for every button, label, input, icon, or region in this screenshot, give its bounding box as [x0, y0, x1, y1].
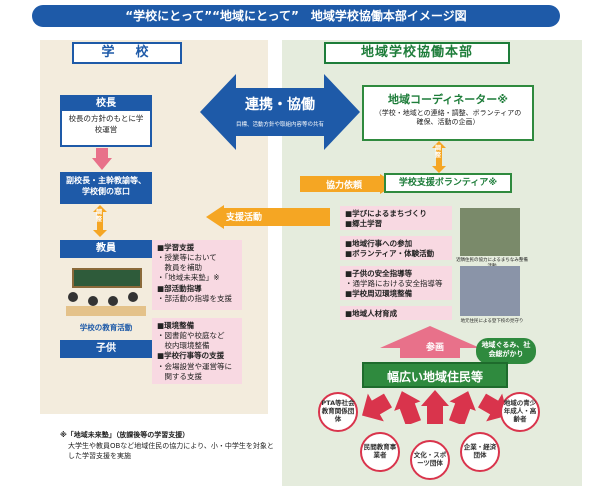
- mirai-note-body: 大学生や教員OBなど地域住民の協力により、小・中学生を対象とした学習支援を実施: [68, 441, 274, 461]
- activity-box-4: ■地域人材育成: [340, 306, 452, 320]
- activity-box-2: ■地域行事への参加 ■ボランティア・体験活動: [340, 236, 452, 260]
- page-title: “学校にとって”“地域にとって” 地域学校協働本部イメージ図: [32, 5, 560, 27]
- teacher-box: 教員: [60, 240, 152, 258]
- renkei-label: 連携・協働: [245, 97, 315, 113]
- children-box: 子供: [60, 340, 152, 358]
- activity-box-3: ■子供の安全指導等 ・通学路における安全指導等 ■学校周辺環境整備: [340, 266, 452, 300]
- group-private-education: 民間教育事業者: [360, 432, 400, 472]
- adjust-label-school: 調整: [96, 209, 103, 223]
- activity-line: ■学びによるまちづくり: [345, 209, 427, 218]
- support-line: ■学習支援: [157, 243, 195, 252]
- activity-line: ■学校周辺環境整備: [345, 289, 413, 299]
- region-heading: 地域学校協働本部: [324, 42, 510, 64]
- mirai-note-title: ※「地域未来塾」（放課後等の学習支援）: [60, 431, 190, 439]
- support-line: ■部活動指導: [157, 283, 202, 293]
- education-activity-label: 学校の教育活動: [79, 323, 133, 332]
- classroom-illustration: [66, 266, 148, 318]
- kyoryoku-arrow-icon: [300, 174, 396, 194]
- group-business: 企業・経済団体: [460, 432, 500, 472]
- activity-line: ■地域人材育成: [345, 309, 398, 318]
- adjust-arrow-icon: [93, 205, 107, 237]
- support-line: 校内環境整備: [157, 341, 210, 351]
- photo-watching-caption: 地元住民による登下校の見守り: [460, 319, 524, 324]
- activity-line: ■子供の安全指導等: [345, 269, 413, 278]
- residents-box: 幅広い地域住民等: [362, 362, 508, 388]
- adjust-label-region: 調整: [435, 145, 442, 159]
- kyoryoku-label: 協力依頼: [326, 181, 363, 191]
- group-arrows-icon: [362, 390, 508, 424]
- group-youth-adults-elderly: 地域の青少年成人・高齢者: [500, 392, 540, 432]
- coordinator-desc: （学校・地域との連絡・調整、ボランティアの確保、活動の企画）: [374, 109, 522, 127]
- support-box-learning: ■学習支援 ・授業等において 教員を補助 ・「地域未来塾」※ ■部活動指導 ・部…: [152, 240, 242, 310]
- support-line: ■学校行事等の支援: [157, 351, 225, 361]
- participate-label: 参画: [425, 343, 444, 353]
- mirai-note: ※「地域未来塾」（放課後等の学習支援） 大学生や教員OBなど地域住民の協力により…: [60, 430, 280, 462]
- participate-arrow-icon: [380, 326, 480, 358]
- renkei-sub: 目標、活動方針や取組内容等の共有: [235, 122, 324, 128]
- support-line: ・「地域未来塾」※: [157, 273, 220, 283]
- activity-line: ■地域行事への参加: [345, 239, 413, 248]
- photo-townscape: [460, 208, 520, 256]
- support-line: ・授業等において: [157, 253, 217, 263]
- support-line: ・図書館や校庭など: [157, 331, 225, 341]
- volunteer-box: 学校支援ボランティア※: [384, 173, 512, 193]
- region-adjust-arrow-icon: [432, 141, 446, 173]
- activity-line: ■郷土学習: [345, 219, 383, 229]
- support-line: ・会場設営や運営等に: [157, 361, 232, 371]
- principal-title: 校長: [62, 97, 150, 111]
- down-arrow-icon: [92, 148, 112, 170]
- activity-line: ・通学路における安全指導等: [345, 279, 443, 289]
- renkei-double-arrow-icon: [200, 74, 360, 150]
- school-heading: 学 校: [72, 42, 182, 64]
- activity-box-1: ■学びによるまちづくり ■郷土学習: [340, 206, 452, 230]
- vice-principal-box: 副校長・主幹教諭等、学校側の窓口: [60, 172, 152, 204]
- support-line: ■環境整備: [157, 321, 195, 330]
- community-badge: 地域ぐるみ、社会総がかり: [476, 338, 536, 364]
- support-line: ・部活動の指導を支援: [157, 293, 232, 303]
- coordinator-box: 地域コーディネーター※ （学校・地域との連絡・調整、ボランティアの確保、活動の企…: [362, 85, 534, 141]
- principal-box: 校長 校長の方針のもとに学校運営: [60, 95, 152, 147]
- activity-line: ■ボランティア・体験活動: [345, 249, 435, 259]
- principal-desc: 校長の方針のもとに学校運営: [68, 114, 144, 134]
- support-line: 関する支援: [157, 371, 202, 381]
- coordinator-title: 地域コーディネーター※: [388, 93, 508, 106]
- shien-label: 支援活動: [226, 213, 263, 223]
- group-culture-sports: 文化・スポーツ団体: [410, 440, 450, 480]
- photo-watching: [460, 266, 520, 316]
- shien-arrow-icon: [206, 205, 330, 229]
- group-pta: PTA等社会教育関係団体: [318, 392, 358, 432]
- support-box-environment: ■環境整備 ・図書館や校庭など 校内環境整備 ■学校行事等の支援 ・会場設営や運…: [152, 318, 242, 384]
- support-line: 教員を補助: [157, 263, 202, 273]
